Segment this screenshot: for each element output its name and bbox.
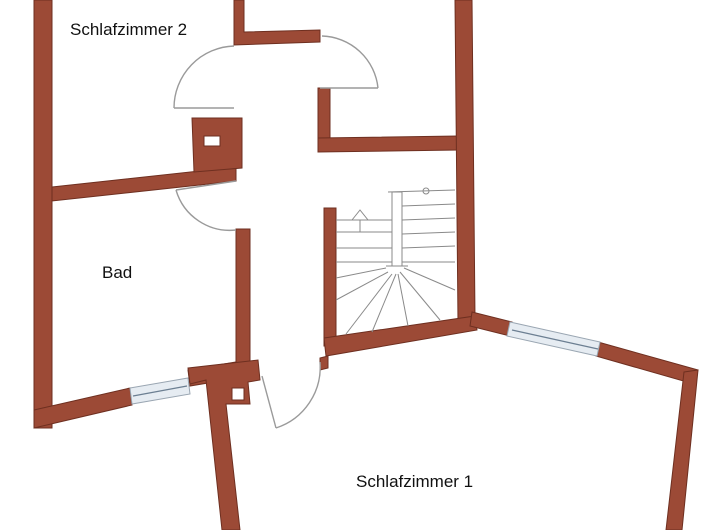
door-bathroom <box>175 189 237 232</box>
wall-bath-right <box>235 228 251 371</box>
door-bedroom-2 <box>173 45 235 109</box>
wall-right-outer <box>665 369 699 530</box>
room-label-bedroom-2: Schlafzimmer 2 <box>70 20 187 39</box>
wall-left-outer <box>33 0 53 429</box>
room-label-bedroom-1: Schlafzimmer 1 <box>356 472 473 491</box>
shaft-opening <box>203 135 221 147</box>
wall-stair-left <box>323 207 337 347</box>
wall-stair-bottom <box>323 315 478 357</box>
wall-bed1-top <box>319 355 329 371</box>
wall-bed1-left <box>187 359 261 530</box>
wall-right-slant-b <box>595 341 699 385</box>
windows <box>129 321 601 405</box>
stair-direction-arrow <box>350 209 370 221</box>
wall-bed2-bath <box>51 166 237 202</box>
doors <box>173 35 379 429</box>
wall-right-upper <box>454 0 476 323</box>
shaft-opening-lower <box>231 387 245 401</box>
wall-bed2-top-right <box>233 0 321 46</box>
wall-stair-top <box>317 135 459 153</box>
room-labels: Schlafzimmer 2 Bad Schlafzimmer 1 <box>70 20 473 491</box>
wall-bath-bottom <box>33 387 133 429</box>
door-top-room <box>321 35 379 89</box>
walls <box>33 0 699 530</box>
room-label-bathroom: Bad <box>102 263 132 282</box>
stair-handrail <box>391 191 403 267</box>
door-bedroom-1 <box>275 361 321 429</box>
wall-corridor-right <box>317 87 331 141</box>
staircase <box>335 187 456 335</box>
wall-right-slant-a <box>469 311 513 337</box>
